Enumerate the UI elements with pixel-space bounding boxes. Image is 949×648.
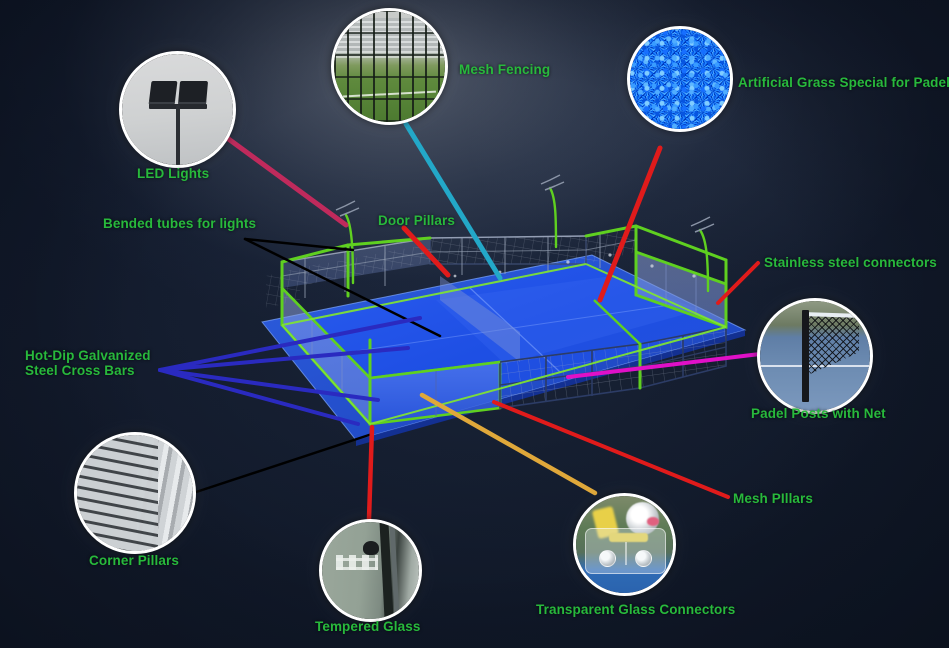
label-padel-posts-net: Padel Posts with Net <box>751 406 886 421</box>
corner-pillars-photo[interactable] <box>74 432 196 554</box>
label-tempered-glass: Tempered Glass <box>315 619 421 634</box>
led-pole <box>176 105 181 165</box>
yellow-bar-blur <box>608 532 648 542</box>
bolt-right <box>634 549 652 567</box>
connector-plate <box>584 528 667 574</box>
label-door-pillars: Door Pillars <box>378 213 455 228</box>
door-pillars-line <box>401 225 451 278</box>
cross-bars-line-d <box>158 368 360 426</box>
label-mesh-pillars: Mesh PIllars <box>733 491 813 506</box>
fence-mesh-pattern <box>334 11 445 122</box>
mesh-fencing-photo[interactable] <box>331 8 448 125</box>
cross-bars-line-c <box>158 368 380 402</box>
square-tube-ends <box>77 435 159 551</box>
label-corner-pillars: Corner Pillars <box>89 553 179 568</box>
cross-bars-line-a <box>158 316 422 372</box>
artificial-grass-line <box>597 145 663 303</box>
turf-fiber-texture <box>630 29 730 129</box>
label-mesh-fencing: Mesh Fencing <box>459 62 551 77</box>
transparent-connectors-line <box>419 392 598 496</box>
padel-posts-photo[interactable] <box>757 298 873 414</box>
corner-pillars-line <box>188 432 374 496</box>
net-post <box>801 309 809 403</box>
led-fixture-left-icon <box>148 80 177 106</box>
cross-bars-line-b <box>158 346 410 372</box>
label-bended-tubes: Bended tubes for lights <box>103 216 257 231</box>
bended-tubes-line-a <box>243 237 355 252</box>
glass-fitting-knob <box>362 541 379 556</box>
label-stainless-connectors: Stainless steel connectors <box>764 255 937 270</box>
transparent-connectors-photo[interactable] <box>573 493 676 596</box>
led-lights-photo[interactable] <box>119 51 236 168</box>
artificial-grass-photo[interactable] <box>627 26 733 132</box>
padel-posts-line <box>566 352 762 379</box>
stainless-connectors-line <box>716 261 760 305</box>
tempered-glass-photo[interactable] <box>319 519 422 622</box>
bolt-left <box>599 549 617 567</box>
label-artificial-grass: Artificial Grass Special for Padel <box>738 75 949 90</box>
led-fixture-right-icon <box>177 80 208 106</box>
label-led-lights: LED Lights <box>137 166 210 181</box>
mesh-fencing-line <box>403 121 503 281</box>
mesh-pillars-line <box>492 400 730 499</box>
led-lights-line <box>216 129 349 228</box>
tempered-glass-line <box>366 424 375 522</box>
label-hot-dip-cross-bars: Hot-Dip Galvanized Steel Cross Bars <box>25 348 151 378</box>
glass-etching <box>335 554 379 571</box>
label-transparent-connectors: Transparent Glass Connectors <box>536 602 736 617</box>
glass-seam <box>625 542 627 565</box>
red-accent-blur <box>646 517 660 527</box>
